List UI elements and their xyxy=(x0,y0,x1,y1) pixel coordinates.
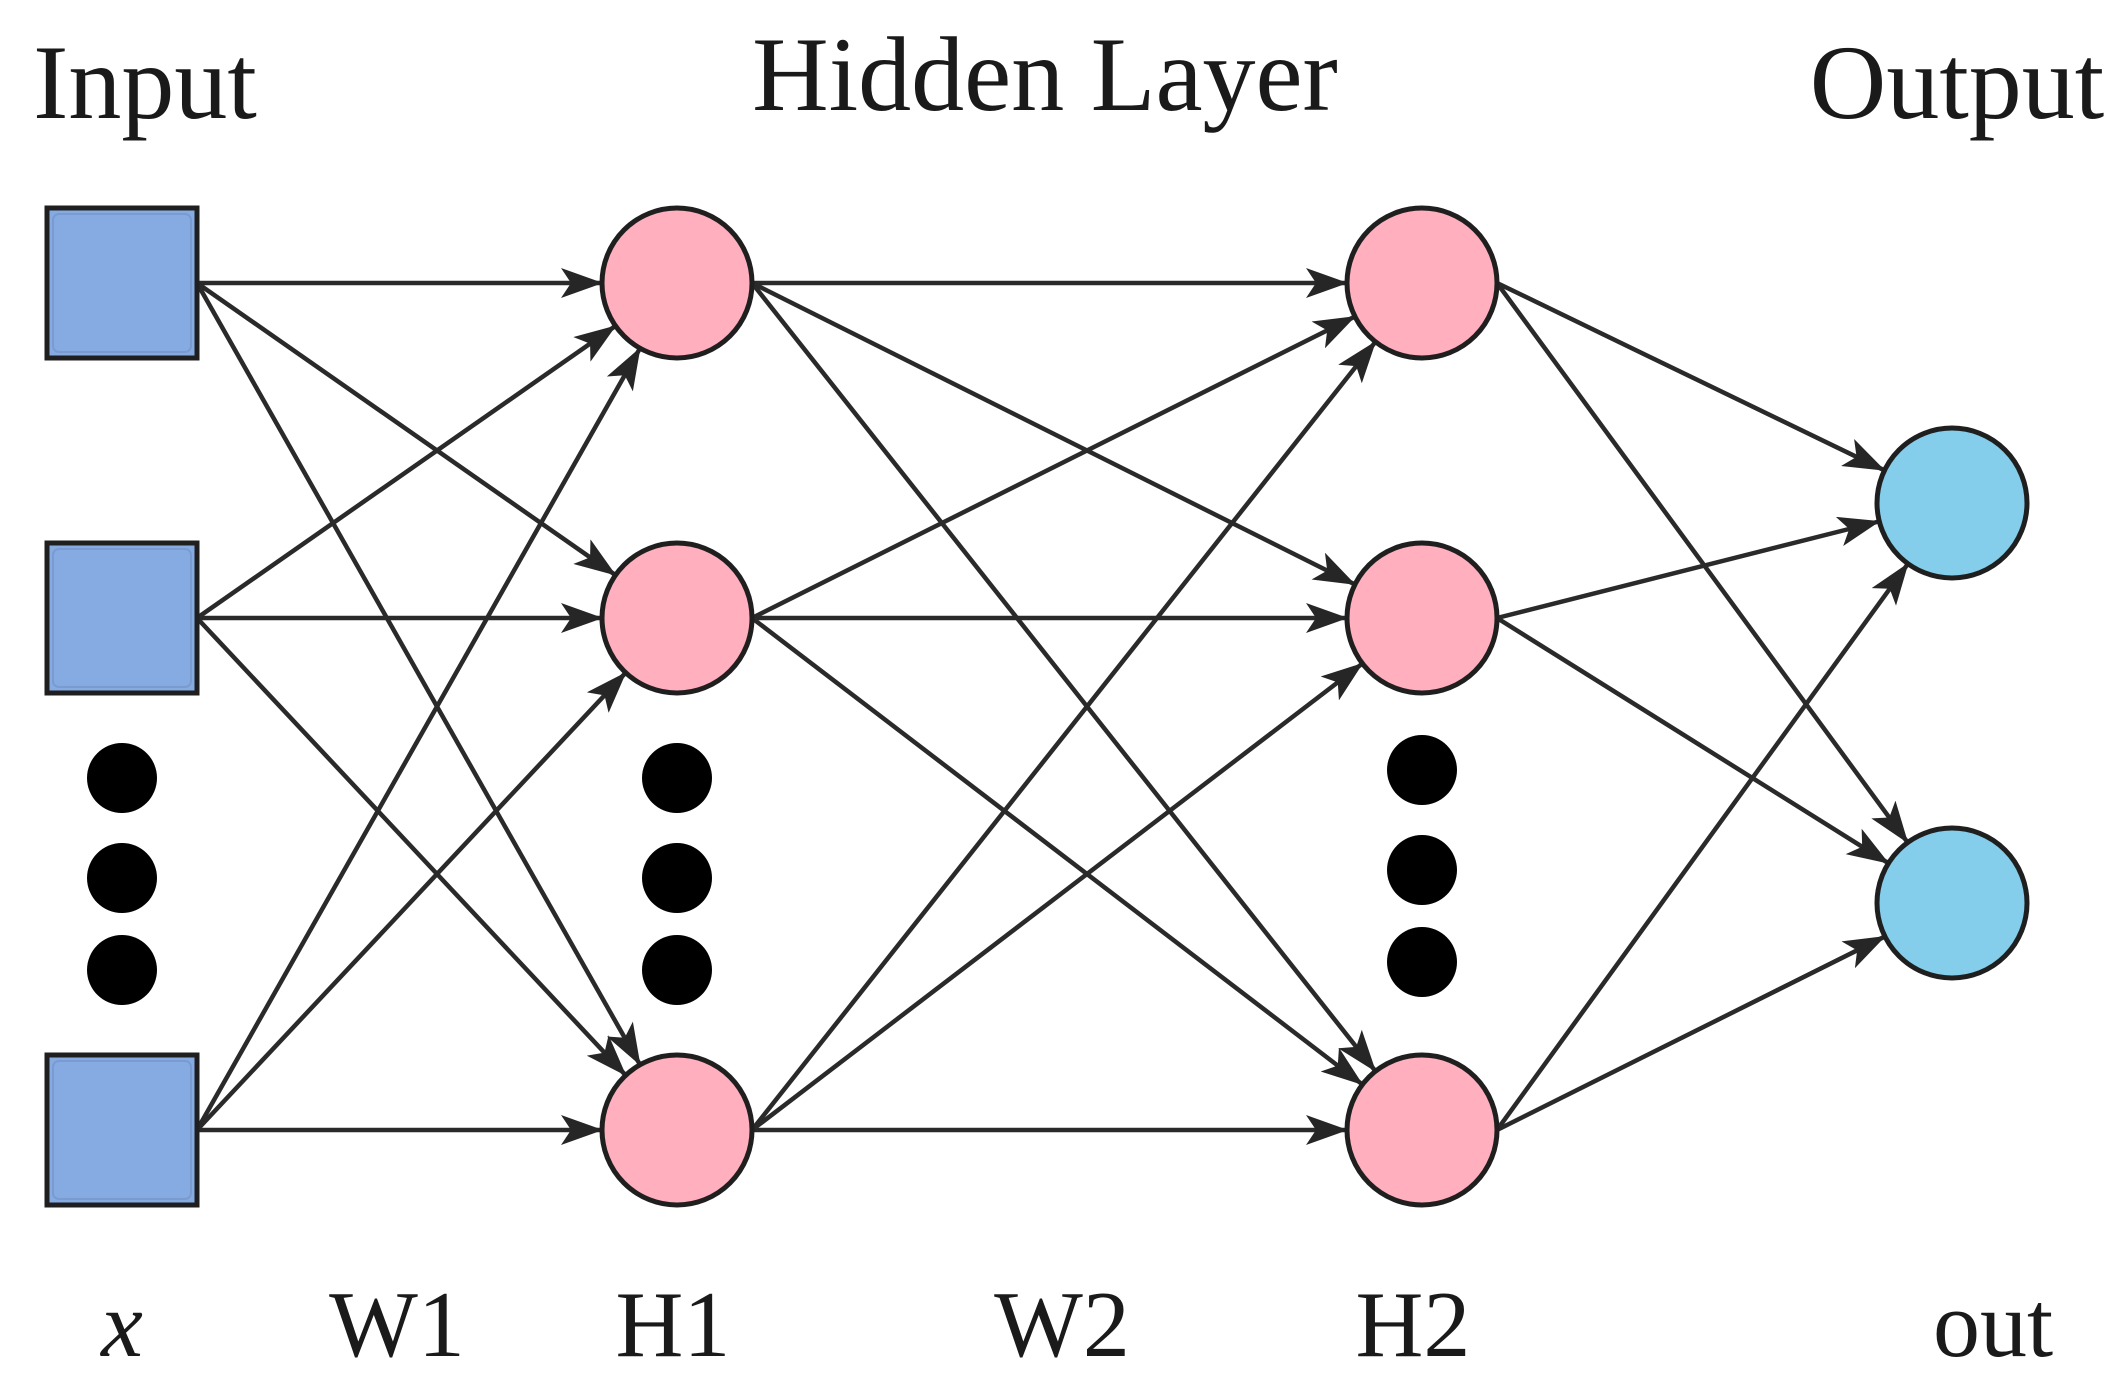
edge-h2-1-to-output-0 xyxy=(1496,516,1881,621)
output-layer-title: Output xyxy=(1810,24,2104,141)
input-ellipsis-dot-1 xyxy=(87,743,157,813)
edge-h2-2-to-output-1 xyxy=(1495,934,1886,1133)
hidden-layer-title: Hidden Layer xyxy=(752,16,1338,133)
input-node-3 xyxy=(44,1052,200,1208)
ellipsis-dots xyxy=(87,735,1457,1005)
connection-edges xyxy=(195,268,1910,1145)
h2-node-2 xyxy=(1344,540,1500,696)
label-w2: W2 xyxy=(994,1273,1130,1377)
label-out: out xyxy=(1933,1273,2053,1377)
label-h2: H2 xyxy=(1356,1273,1471,1377)
edge-input-2-to-h1-0 xyxy=(195,347,642,1132)
h1-node-2 xyxy=(599,540,755,696)
edge-h1-2-to-h2-0 xyxy=(750,341,1377,1132)
input-ellipsis-dot-2 xyxy=(87,843,157,913)
edge-input-1-to-h1-0 xyxy=(195,324,617,620)
edge-h1-1-to-h2-2 xyxy=(750,616,1364,1086)
input-ellipsis-dot-3 xyxy=(87,935,157,1005)
edge-h1-2-to-h2-1 xyxy=(750,662,1364,1132)
h2-node-1 xyxy=(1344,205,1500,361)
h2-ellipsis-dot-1 xyxy=(1387,735,1457,805)
edge-input-2-to-h1-1 xyxy=(195,671,627,1132)
input-node-1 xyxy=(44,205,200,361)
edge-h1-0-to-h2-2 xyxy=(750,281,1377,1072)
edge-h2-0-to-output-0 xyxy=(1496,280,1886,472)
input-node-2 xyxy=(44,540,200,696)
h1-ellipsis-dot-3 xyxy=(642,935,712,1005)
output-node-1 xyxy=(1874,425,2030,581)
h2-ellipsis-dot-3 xyxy=(1387,927,1457,997)
h1-ellipsis-dot-1 xyxy=(642,743,712,813)
edge-h2-1-to-output-1 xyxy=(1495,616,1890,865)
edge-h1-1-to-h2-0 xyxy=(750,314,1356,621)
edge-h2-0-to-output-1 xyxy=(1495,281,1909,844)
label-h1: H1 xyxy=(616,1273,731,1377)
edge-h1-0-to-h2-1 xyxy=(750,280,1356,587)
h1-ellipsis-dot-2 xyxy=(642,843,712,913)
edge-input-1-to-h1-2 xyxy=(195,616,627,1077)
edge-input-0-to-h1-1 xyxy=(195,281,617,577)
input-layer-title: Input xyxy=(33,24,257,141)
edge-h2-2-to-output-0 xyxy=(1495,562,1910,1132)
h1-node-3 xyxy=(599,1052,755,1208)
h2-ellipsis-dot-2 xyxy=(1387,835,1457,905)
output-node-2 xyxy=(1874,825,2030,981)
label-x: x xyxy=(99,1273,143,1377)
network-nodes xyxy=(44,205,2030,1208)
h1-node-1 xyxy=(599,205,755,361)
h2-node-3 xyxy=(1344,1052,1500,1208)
label-w1: W1 xyxy=(329,1273,465,1377)
edge-input-0-to-h1-2 xyxy=(195,281,642,1066)
